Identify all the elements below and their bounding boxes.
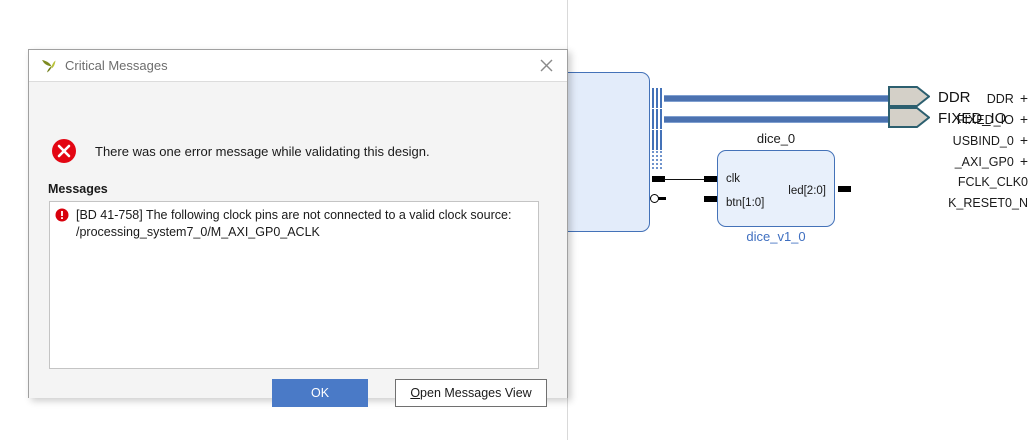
bus-pin-usbind-0-icon xyxy=(651,130,664,150)
messages-list[interactable]: [BD 41-758] The following clock pins are… xyxy=(49,201,539,369)
error-exclamation-icon xyxy=(55,208,69,222)
vivado-leaf-icon xyxy=(39,57,57,75)
ps-port-fclk-clk0[interactable]: FCLK_CLK0 xyxy=(958,175,1028,189)
ps-port-ddr-label: DDR xyxy=(986,92,1014,106)
wire-ddr[interactable] xyxy=(664,95,888,102)
ps-port-usbind-0-expand-icon[interactable]: + xyxy=(1019,132,1028,148)
ps-port-fixed-io-label: FIXED_IO xyxy=(956,113,1014,127)
pin-stub-dice-btn xyxy=(704,196,717,202)
dice-0-block[interactable]: clk btn[1:0] led[2:0] xyxy=(717,150,835,227)
ps-port-m-axi-gp0[interactable]: _AXI_GP0 + xyxy=(955,154,1028,169)
close-icon[interactable] xyxy=(533,53,559,79)
pin-fclk-reset0-n-icon xyxy=(650,194,666,204)
external-port-ddr-label: DDR xyxy=(938,89,971,106)
open-messages-view-mnemonic: O xyxy=(410,386,421,400)
error-circle-x-icon xyxy=(51,138,77,164)
messages-section-label: Messages xyxy=(48,182,108,196)
dialog-button-row: OK Open Messages View xyxy=(29,379,569,419)
error-summary-text: There was one error message while valida… xyxy=(95,143,430,159)
ps-port-m-axi-gp0-label: _AXI_GP0 xyxy=(954,155,1014,169)
dice-port-btn[interactable]: btn[1:0] xyxy=(726,197,765,209)
wire-fclk-clk0-to-clk[interactable] xyxy=(664,179,710,180)
external-port-ddr-icon[interactable] xyxy=(888,86,930,107)
ps-port-fclk-clk0-label: FCLK_CLK0 xyxy=(957,175,1028,189)
open-messages-view-button[interactable]: Open Messages View xyxy=(395,379,547,407)
ps-port-fclk-reset0-n-label: K_RESET0_N xyxy=(948,196,1028,210)
pin-stub-dice-led xyxy=(838,186,851,192)
ps-port-fixed-io[interactable]: FIXED_IO + xyxy=(957,112,1028,127)
ps-port-ddr-expand-icon[interactable]: + xyxy=(1019,90,1028,106)
ok-button[interactable]: OK xyxy=(272,379,368,407)
dialog-titlebar[interactable]: Critical Messages xyxy=(29,50,567,82)
pin-stub-dice-clk xyxy=(704,176,717,182)
dialog-body: There was one error message while valida… xyxy=(29,82,567,407)
ps-port-fclk-reset0-n[interactable]: K_RESET0_N xyxy=(948,196,1028,210)
ps-port-usbind-0-label: USBIND_0 xyxy=(952,134,1014,148)
dice-block-ip-name: dice_v1_0 xyxy=(746,229,806,244)
list-item[interactable]: [BD 41-758] The following clock pins are… xyxy=(50,202,538,245)
external-port-fixed-io-icon[interactable] xyxy=(888,107,930,128)
dice-port-clk[interactable]: clk xyxy=(726,173,741,185)
wire-fixed-io[interactable] xyxy=(664,116,888,123)
ps-port-fixed-io-expand-icon[interactable]: + xyxy=(1019,111,1028,127)
critical-messages-dialog: Critical Messages There was one error me xyxy=(28,49,568,407)
dice-port-led[interactable]: led[2:0] xyxy=(788,185,826,197)
bus-pin-fixed-io-icon xyxy=(651,109,664,129)
error-summary-row: There was one error message while valida… xyxy=(51,138,430,164)
external-port-fixed-io-label: FIXED_IO xyxy=(938,110,1007,127)
open-messages-view-rest: pen Messages View xyxy=(420,386,532,400)
bus-pin-m-axi-gp0-icon xyxy=(651,151,664,171)
dice-block-title: dice_0 xyxy=(756,131,796,146)
ps-port-m-axi-gp0-expand-icon[interactable]: + xyxy=(1019,153,1028,169)
bus-pin-ddr-icon xyxy=(651,88,664,108)
message-line-2: /processing_system7_0/M_AXI_GP0_ACLK xyxy=(76,225,320,239)
dialog-title: Critical Messages xyxy=(65,58,168,73)
pin-stub-fclk-clk0 xyxy=(652,176,665,182)
message-line-1: [BD 41-758] The following clock pins are… xyxy=(76,208,512,222)
ps-port-usbind-0[interactable]: USBIND_0 + xyxy=(953,133,1028,148)
ps-port-ddr[interactable]: DDR + xyxy=(987,91,1028,106)
